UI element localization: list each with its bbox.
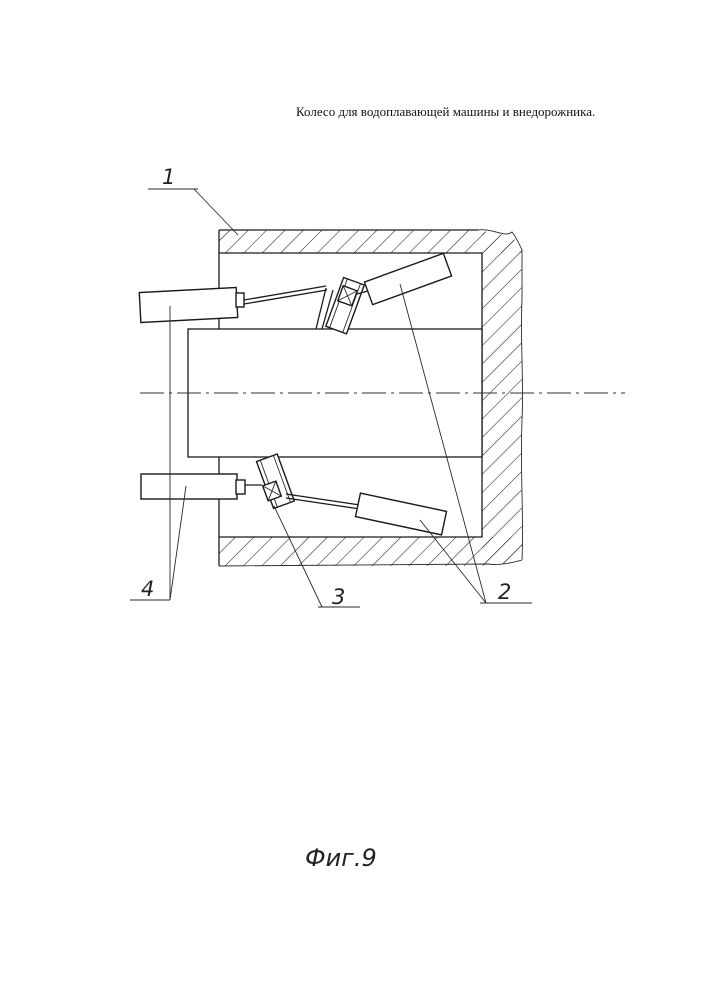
callout-label-3: 3 [332, 585, 345, 609]
callout-label-2: 2 [498, 580, 511, 604]
callout-label-1: 1 [162, 165, 175, 189]
callout-label-4: 4 [141, 577, 154, 601]
figure-caption: Фиг.9 [305, 844, 377, 872]
